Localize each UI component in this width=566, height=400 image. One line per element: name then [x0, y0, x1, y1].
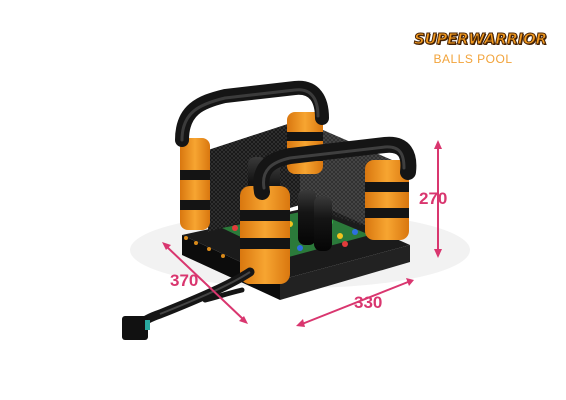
dimension-depth-label: 370 — [170, 271, 199, 290]
dimension-width-label: 330 — [354, 293, 383, 312]
brand-subtitle: BALLS POOL — [433, 52, 513, 66]
anchor-stakes — [184, 236, 225, 258]
dimension-height-label: 270 — [419, 189, 448, 208]
blower — [122, 267, 255, 340]
front-right-tower — [365, 160, 409, 240]
back-left-tower — [180, 138, 210, 230]
front-left-tower — [240, 186, 290, 284]
brand-logo-title: SUPERWARRIOR — [414, 30, 548, 49]
front-arch — [253, 136, 417, 200]
brand-block: SUPERWARRIOR BALLS POOL — [414, 30, 548, 67]
dimension-arrows — [162, 140, 442, 327]
